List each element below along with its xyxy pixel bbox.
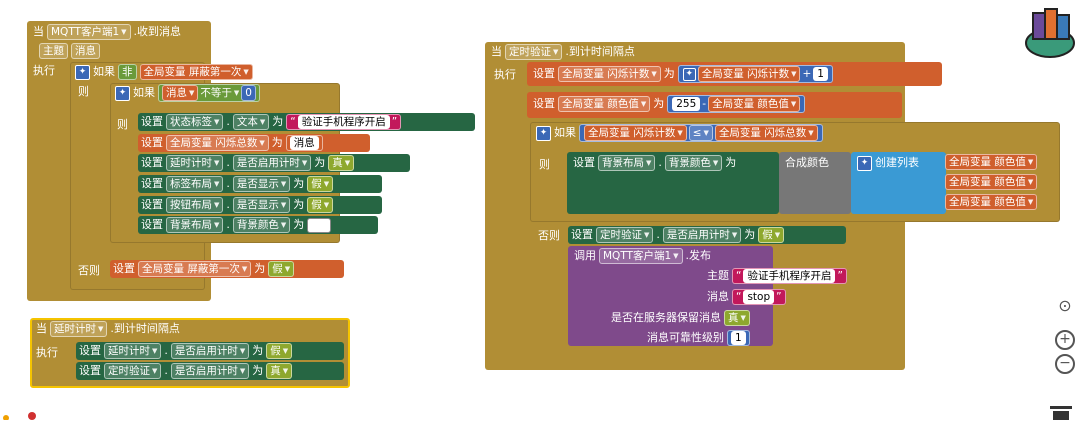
compare-block[interactable]: 消息▼ 不等于▼ 0 (158, 84, 260, 102)
backpack-icon[interactable] (1025, 5, 1075, 60)
zoom-out-icon[interactable]: − (1055, 354, 1075, 374)
subtract-block: 255 - 全局变量 颜色值▼ (667, 95, 806, 113)
set-delay-timer-false[interactable]: 设置 延时计时▼ . 是否启用计时▼ 为 假▼ (76, 342, 344, 360)
set-verify-timer-true[interactable]: 设置 定时验证▼ . 是否启用计时▼ 为 真▼ (76, 362, 344, 380)
timer-event-header: 当 定时验证▼ .到计时间隔点 (491, 44, 635, 60)
mqtt-component-dropdown[interactable]: MQTT客户端1▼ (47, 24, 131, 40)
publish-header: 调用 MQTT客户端1▼ .发布 (574, 248, 712, 264)
global-block-first-getter[interactable]: 全局变量 屏蔽第一次▼ (139, 64, 253, 80)
zoom-in-icon[interactable]: + (1055, 330, 1075, 350)
gear-icon: ✦ (682, 67, 696, 81)
gear-icon[interactable]: ✦ (115, 85, 130, 101)
le-compare-block: 全局变量 闪烁计数▼ ≤▼ 全局变量 闪烁总数▼ (579, 124, 823, 142)
white-color-swatch[interactable] (307, 217, 332, 233)
outer-else-label: 否则 (78, 264, 100, 277)
set-global-block-first[interactable]: 设置 全局变量 屏蔽第一次▼ 为 假▼ (110, 260, 344, 278)
set-global-blink-total[interactable]: 设置 全局变量 闪烁总数▼ 为 消息 (138, 134, 370, 152)
publish-message-row: 消息 “stop” (704, 288, 789, 306)
set-label-layout-visible[interactable]: 设置 标签布局▼ . 是否显示▼ 为 假▼ (138, 175, 382, 193)
outer-if-header: ✦ 如果 非 全局变量 屏蔽第一次▼ (72, 63, 256, 81)
outer-then-label: 则 (78, 85, 89, 98)
mqtt-do-label: 执行 (33, 64, 55, 77)
timer-do-label: 执行 (494, 68, 516, 81)
warning-indicator-icon[interactable] (0, 408, 40, 421)
inner-if-header: ✦ 如果 消息▼ 不等于▼ 0 (112, 84, 263, 102)
set-bg-color-row: 设置 背景布局▼ . 背景颜色▼ 为 (573, 155, 737, 171)
trash-icon[interactable] (1048, 402, 1075, 420)
set-verify-timer-false[interactable]: 设置 定时验证▼ . 是否启用计时▼ 为 假▼ (568, 226, 846, 244)
zero-number: 0 (241, 85, 256, 101)
param-message[interactable]: 消息 (71, 43, 100, 59)
timer-else-label: 否则 (538, 229, 560, 242)
not-block[interactable]: 非 (118, 64, 137, 80)
list-item-color-1[interactable]: 全局变量 颜色值▼ (942, 153, 1040, 171)
publish-topic-row: 主题 “验证手机程序开启” (704, 267, 850, 285)
make-color-block[interactable] (779, 152, 851, 214)
set-bg-color-block[interactable] (567, 152, 779, 214)
gear-icon[interactable]: ✦ (75, 64, 90, 80)
mqtt-event-header: 当 MQTT客户端1▼ .收到消息 (33, 24, 182, 40)
msg-getter: 消息▼ (162, 85, 199, 101)
set-status-label-text[interactable]: 设置 状态标签▼ . 文本▼ 为 “验证手机程序开启” (138, 113, 475, 131)
mqtt-event-params: 主题 消息 (36, 42, 103, 60)
param-topic[interactable]: 主题 (39, 43, 68, 59)
publish-qos-row: 消息可靠性级别 1 (644, 329, 753, 347)
delay-event-header: 当 延时计时▼ .到计时间隔点 (36, 321, 180, 337)
timer-if-header: ✦ 如果 全局变量 闪烁计数▼ ≤▼ 全局变量 闪烁总数▼ (533, 124, 826, 142)
set-button-layout-visible[interactable]: 设置 按钮布局▼ . 是否显示▼ 为 假▼ (138, 196, 382, 214)
timer-then-label: 则 (539, 158, 550, 171)
msg-getter-2: 消息 (285, 135, 323, 151)
set-blink-count-row: 设置 全局变量 闪烁计数▼ 为 ✦ 全局变量 闪烁计数▼ + 1 (530, 65, 836, 83)
set-bg-layout-color[interactable]: 设置 背景布局▼ . 背景颜色▼ 为 (138, 216, 378, 234)
set-color-val-row: 设置 全局变量 颜色值▼ 为 255 - 全局变量 颜色值▼ (530, 95, 808, 113)
inner-then-label: 则 (117, 118, 128, 131)
set-delay-timer-enabled[interactable]: 设置 延时计时▼ . 是否启用计时▼ 为 真▼ (138, 154, 410, 172)
add-block: ✦ 全局变量 闪烁计数▼ + 1 (677, 65, 833, 83)
gear-icon[interactable]: ✦ (857, 155, 872, 171)
gear-icon[interactable]: ✦ (536, 125, 551, 141)
verify-text: “验证手机程序开启” (286, 114, 402, 130)
recenter-icon[interactable]: ⊙ (1058, 296, 1072, 315)
delay-do-label: 执行 (36, 346, 58, 359)
publish-retain-row: 是否在服务器保留消息 真▼ (608, 309, 753, 327)
list-item-color-2[interactable]: 全局变量 颜色值▼ (942, 173, 1040, 191)
list-item-color-3[interactable]: 全局变量 颜色值▼ (942, 193, 1040, 211)
